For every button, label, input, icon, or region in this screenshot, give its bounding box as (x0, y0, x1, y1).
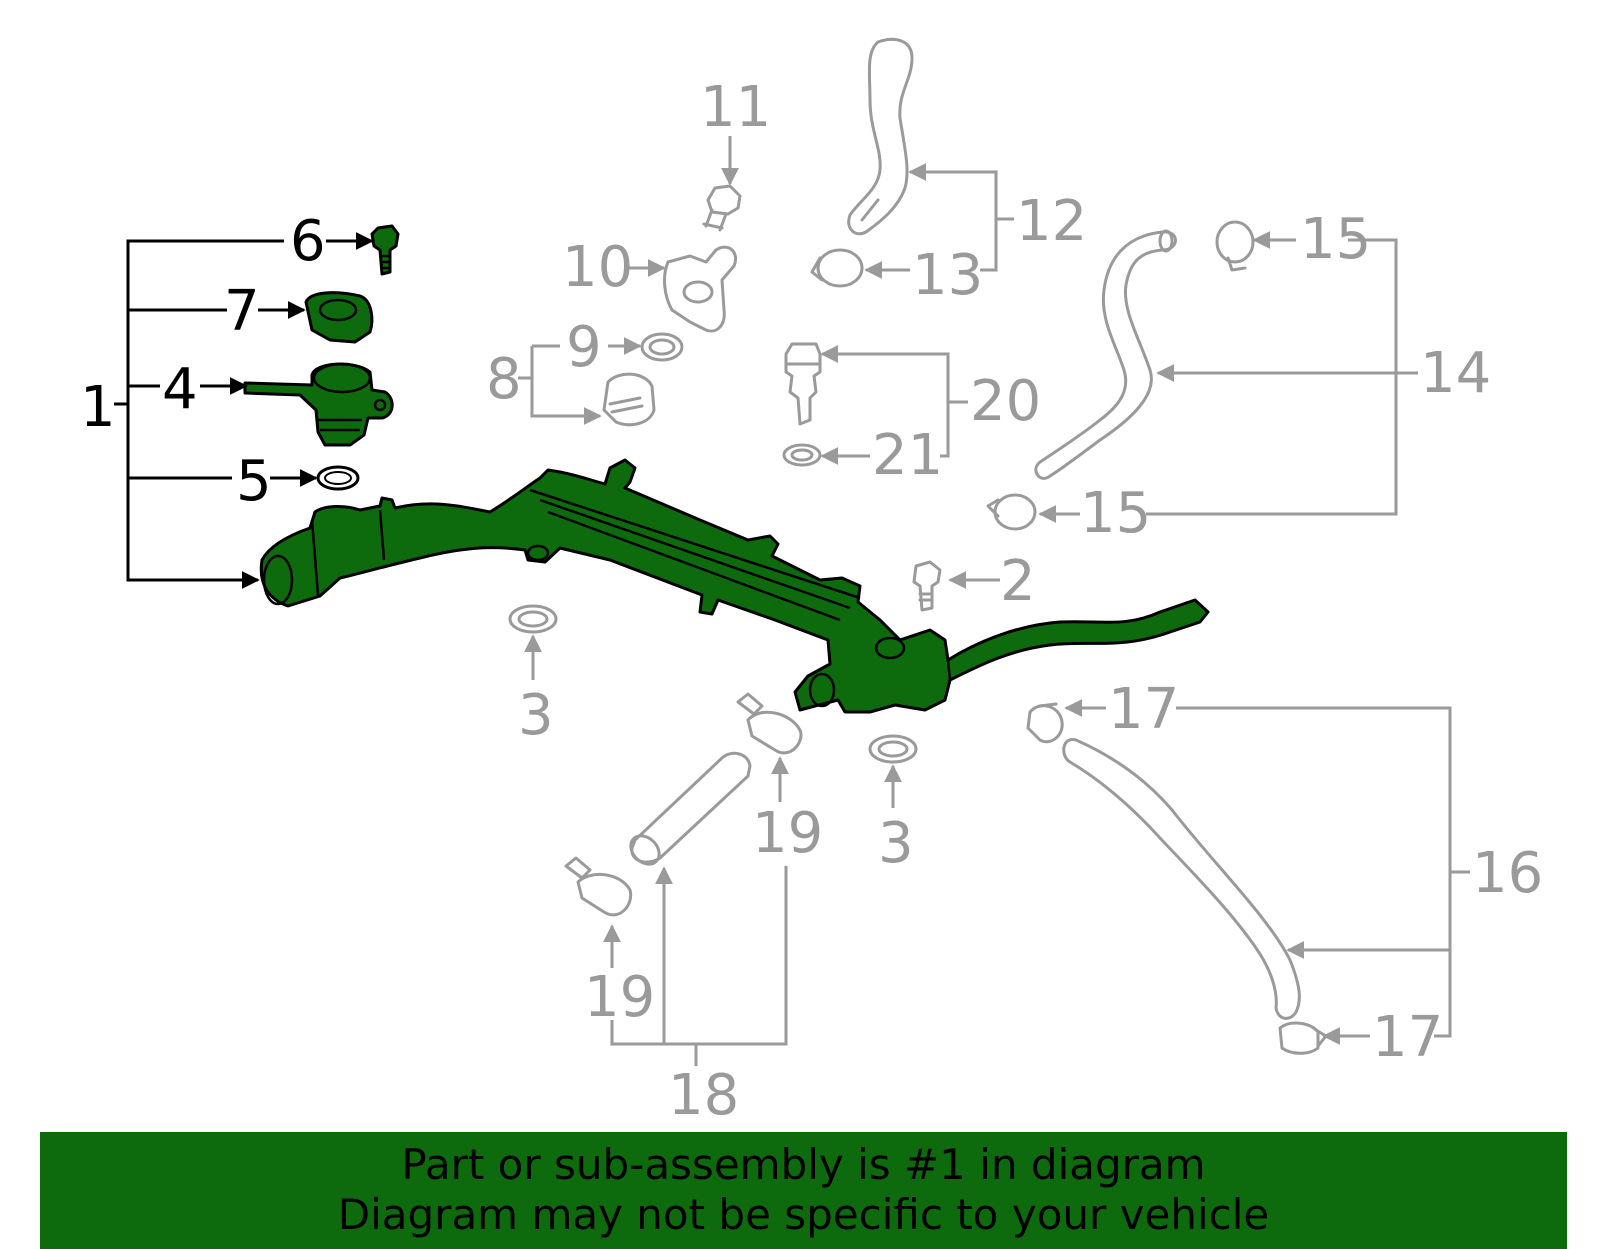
radiator-hose-12 (847, 37, 914, 236)
banner-line-1: Part or sub-assembly is #1 in diagram (401, 1140, 1206, 1189)
leader-lines-black (114, 232, 374, 589)
thermostat-cover (304, 291, 374, 344)
clamp-17-top (1026, 702, 1064, 744)
label-15-bottom: 15 (1080, 481, 1151, 546)
o-ring-3-right (868, 734, 918, 764)
label-14: 14 (1420, 341, 1491, 406)
label-7: 7 (224, 279, 260, 344)
bolt-11 (702, 184, 742, 232)
o-ring-5 (316, 465, 360, 491)
thermostat-8 (602, 372, 656, 427)
label-18: 18 (668, 1063, 739, 1128)
banner-line-2: Diagram may not be specific to your vehi… (337, 1190, 1270, 1239)
clamp-19-top (736, 692, 803, 755)
hose-16 (1062, 738, 1301, 1020)
label-1: 1 (80, 375, 116, 440)
water-outlet-10 (663, 245, 737, 333)
label-11: 11 (700, 75, 771, 140)
label-20: 20 (970, 369, 1041, 434)
clamp-15-top (1215, 220, 1255, 272)
label-15-top: 15 (1300, 207, 1371, 272)
label-4: 4 (162, 357, 198, 422)
label-3-right: 3 (878, 811, 914, 876)
washer-21 (782, 443, 822, 467)
info-banner: Part or sub-assembly is #1 in diagram Di… (40, 1132, 1567, 1249)
label-12: 12 (1016, 189, 1087, 254)
label-6: 6 (290, 209, 326, 274)
label-19-bottom: 19 (584, 965, 655, 1030)
label-5: 5 (236, 449, 272, 514)
label-13: 13 (912, 243, 983, 308)
clamp-19-bottom (564, 856, 633, 917)
hose-18 (629, 751, 752, 866)
label-16: 16 (1472, 841, 1543, 906)
label-10: 10 (562, 235, 633, 300)
label-8: 8 (486, 347, 522, 412)
clamp-13 (810, 248, 864, 288)
clamp-17-bottom (1278, 1021, 1328, 1055)
label-9: 9 (566, 315, 602, 380)
label-17-top: 17 (1108, 677, 1179, 742)
o-ring-3-left (508, 604, 558, 634)
callout-labels: 1 6 7 4 5 11 10 9 8 12 13 15 14 15 20 21… (80, 75, 1543, 1128)
thermostat-housing (243, 362, 394, 447)
bolt-2 (912, 560, 942, 612)
clamp-15-bottom (986, 493, 1037, 531)
label-17-bottom: 17 (1372, 1005, 1443, 1070)
hose-14 (1034, 229, 1177, 480)
leader-lines-gray (518, 136, 1470, 1066)
label-19-top: 19 (752, 801, 823, 866)
label-21: 21 (872, 423, 943, 488)
o-ring-9 (640, 332, 684, 362)
sensor-20 (784, 342, 822, 426)
label-3-left: 3 (518, 683, 554, 748)
label-2: 2 (1000, 549, 1036, 614)
bolt-6 (370, 224, 400, 276)
water-pipe-assembly (259, 458, 1210, 714)
